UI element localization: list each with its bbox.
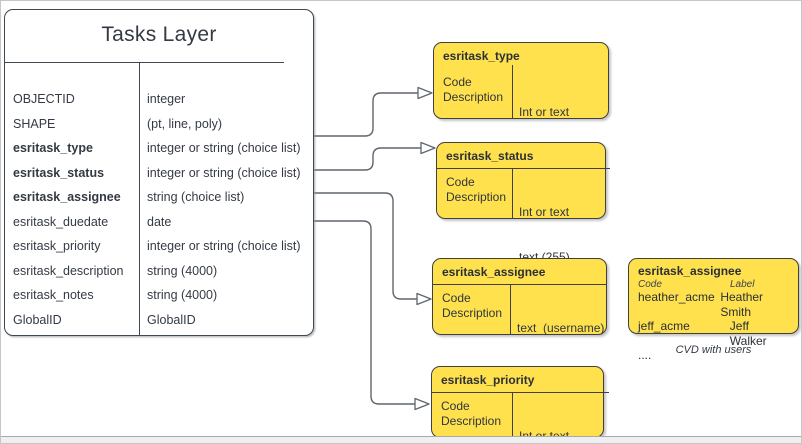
box-column-divider: [512, 169, 513, 218]
box-field-labels: Code Description: [446, 175, 506, 205]
box-title: esritask_type: [443, 49, 520, 63]
open-arrowhead-icon: [416, 292, 432, 306]
field-name: esritask_description: [13, 263, 124, 278]
field-type: integer or string (choice list): [147, 141, 301, 156]
label-description: Description: [443, 90, 504, 104]
field-name: esritask_assignee: [13, 190, 121, 205]
cvd-row: heather_acme Heather Smith: [638, 290, 789, 319]
choice-box-esritask-assignee: esritask_assignee Code Description text …: [432, 258, 607, 380]
box-title: esritask_status: [446, 149, 534, 163]
table-row: esritask_type integer or string (choice …: [5, 136, 313, 161]
field-type: string (choice list): [147, 190, 245, 205]
cvd-ellipsis: ....: [638, 348, 652, 362]
box-title: esritask_priority: [441, 373, 535, 387]
label-description: Description: [442, 306, 503, 320]
field-type: integer or string (choice list): [147, 165, 301, 180]
label-code: Code: [446, 175, 475, 189]
field-type: (pt, line, poly): [147, 116, 223, 131]
box-column-divider: [512, 393, 513, 437]
field-name: esritask_priority: [13, 239, 101, 254]
field-type: integer: [147, 92, 186, 107]
canvas-bottom-edge: [1, 436, 801, 443]
table-row: esritask_duedate date: [5, 210, 313, 235]
cvd-caption: CVD with users: [675, 344, 752, 356]
field-type: string (4000): [147, 263, 218, 278]
connector-esritask-priority: [314, 220, 415, 405]
type-code: Int or text: [519, 105, 570, 119]
box-field-labels: Code Description: [441, 399, 501, 429]
table-row: esritask_notes string (4000): [5, 283, 313, 308]
table-row: OBJECTID integer: [5, 87, 313, 112]
table-row: esritask_status integer or string (choic…: [5, 161, 313, 186]
open-arrowhead-icon: [414, 397, 430, 411]
table-column-divider: [139, 62, 140, 335]
field-name: OBJECTID: [13, 92, 75, 107]
field-name: esritask_notes: [13, 288, 94, 303]
field-type: integer or string (choice list): [147, 239, 301, 254]
label-code: Code: [443, 75, 472, 89]
open-arrowhead-icon: [417, 86, 433, 100]
cvd-code: jeff_acme: [638, 319, 690, 333]
box-field-labels: Code Description: [443, 75, 503, 105]
connector-esritask-status: [314, 147, 421, 171]
connector-esritask-type: [314, 92, 418, 137]
table-row: esritask_assignee string (choice list): [5, 185, 313, 210]
box-title-divider: [436, 168, 610, 169]
cvd-box-esritask-assignee: esritask_assignee Code Label heather_acm…: [628, 258, 799, 362]
box-field-labels: Code Description: [442, 291, 502, 321]
box-title-divider: [431, 392, 609, 393]
box-column-divider: [512, 65, 513, 118]
choice-box-esritask-priority: esritask_priority Code Description Int o…: [431, 366, 609, 443]
field-type: date: [147, 214, 172, 229]
type-code: text (username): [517, 321, 605, 335]
cvd-column-headers: Code Label: [638, 279, 789, 290]
field-name: SHAPE: [13, 116, 56, 131]
label-code: Code: [441, 399, 470, 413]
cvd-col-header-label: Label: [730, 279, 755, 290]
table-title: Tasks Layer: [101, 23, 217, 46]
cvd-title: esritask_assignee: [638, 264, 742, 278]
field-type: string (4000): [147, 288, 218, 303]
label-description: Description: [441, 414, 502, 428]
cvd-label: Heather Smith: [720, 290, 764, 319]
label-description: Description: [446, 190, 507, 204]
table-row: esritask_priority integer or string (cho…: [5, 234, 313, 259]
type-code: Int or text: [519, 205, 570, 219]
field-type: GlobalID: [147, 312, 196, 327]
table-row: GlobalID GlobalID: [5, 308, 313, 333]
label-code: Code: [442, 291, 471, 305]
table-header-divider: [5, 62, 284, 63]
box-title-divider: [433, 284, 606, 285]
box-column-divider: [510, 285, 511, 334]
tasks-layer-table: Tasks Layer OBJECTID integer SHAPE (pt, …: [4, 9, 314, 336]
cvd-row: jeff_acme Jeff Walker: [638, 319, 789, 348]
open-arrowhead-icon: [420, 141, 436, 155]
cvd-label: Jeff Walker: [729, 319, 767, 348]
field-name: esritask_type: [13, 141, 93, 156]
field-name: esritask_duedate: [13, 214, 109, 229]
cvd-code: heather_acme: [638, 290, 715, 304]
field-name: GlobalID: [13, 312, 62, 327]
table-row: esritask_description string (4000): [5, 259, 313, 284]
choice-box-esritask-type: esritask_type Code Description Int or te…: [433, 42, 609, 164]
box-title: esritask_assignee: [442, 265, 546, 279]
choice-box-esritask-status: esritask_status Code Description Int or …: [436, 142, 610, 264]
table-rows: OBJECTID integer SHAPE (pt, line, poly) …: [5, 87, 313, 332]
connector-esritask-assignee: [314, 192, 417, 300]
field-name: esritask_status: [13, 165, 105, 180]
cvd-col-header-code: Code: [638, 279, 662, 290]
table-row: SHAPE (pt, line, poly): [5, 112, 313, 137]
